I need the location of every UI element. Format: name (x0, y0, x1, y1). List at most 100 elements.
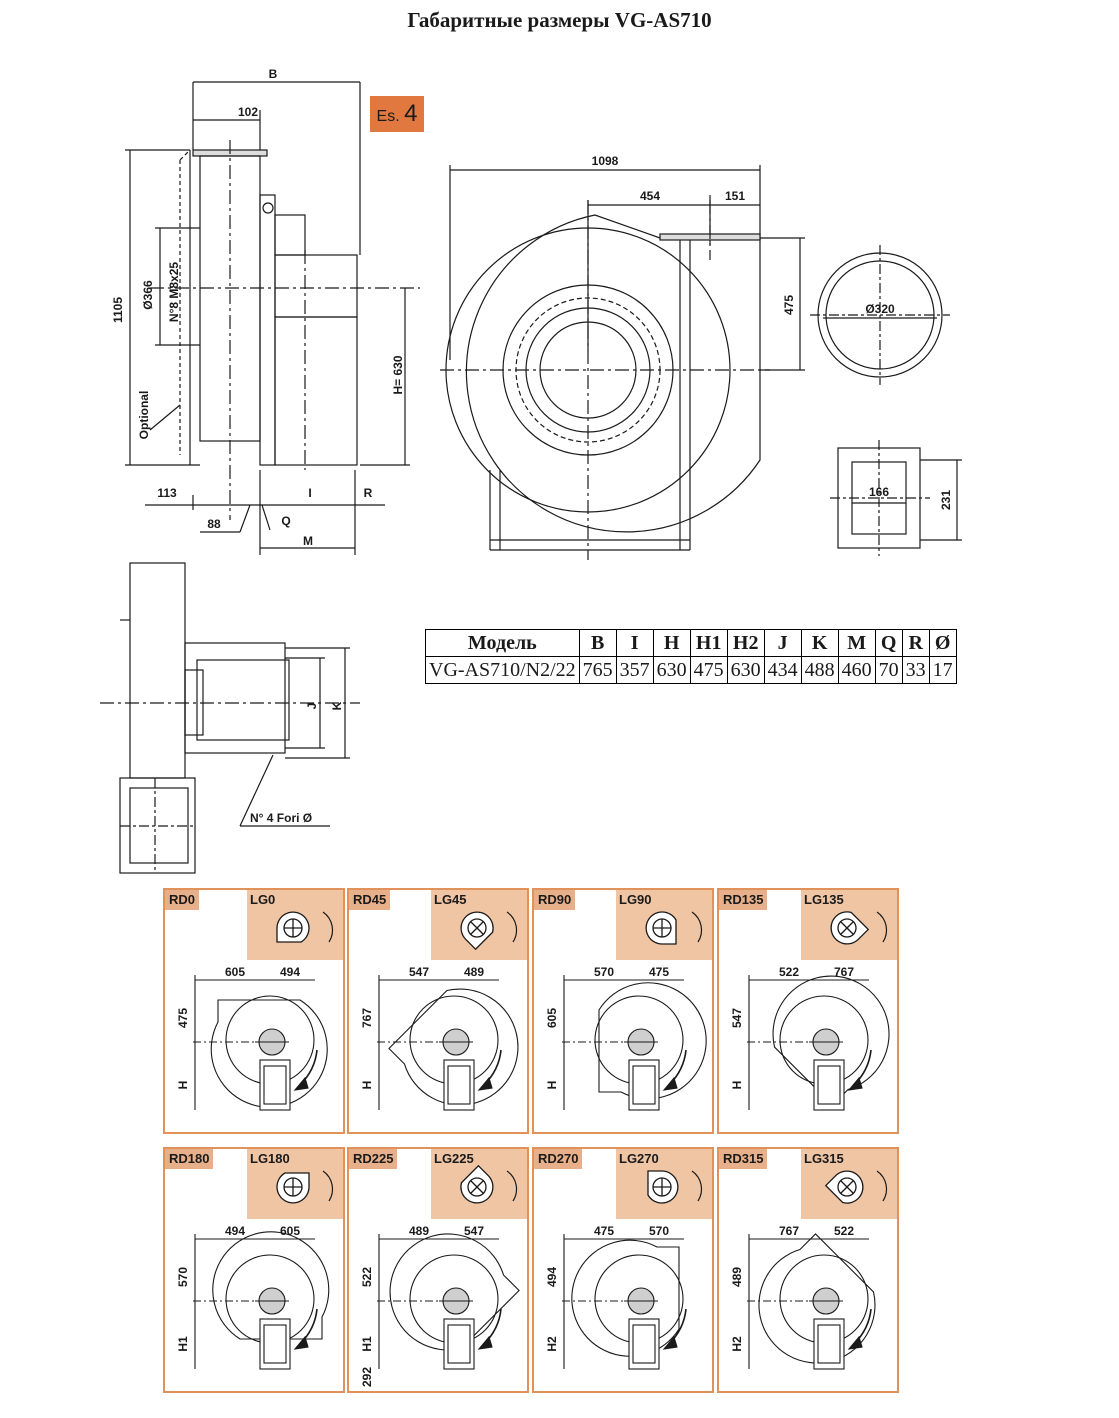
dim-h: H= 630 (391, 355, 405, 394)
dim-1098: 1098 (592, 154, 619, 168)
rd-label: RD0 (165, 890, 200, 910)
spec-header: H1 (689, 629, 728, 657)
dim-113: 113 (157, 486, 177, 500)
dim-b: B (269, 67, 278, 81)
dim-vertical-1: 522 (360, 1267, 374, 1287)
spec-cell: 70 (874, 656, 903, 684)
spec-header: Модель (425, 629, 580, 657)
dim-horizontal-2: 489 (464, 965, 484, 979)
lg-label: LG270 (619, 1151, 659, 1166)
rd-label: RD315 (719, 1149, 768, 1169)
rd-label: RD270 (534, 1149, 583, 1169)
dim-320: Ø320 (865, 302, 895, 316)
spec-cell: VG-AS710/N2/22 (425, 656, 580, 684)
spec-table: Модель B I H H1 H2 J K M Q R Ø VG-AS710/… (425, 629, 957, 684)
spec-cell: 357 (615, 656, 654, 684)
spec-header: I (615, 629, 654, 657)
dim-q: Q (281, 514, 290, 528)
rd-label: RD135 (719, 890, 768, 910)
spec-cell: 17 (928, 656, 957, 684)
lg-label: LG315 (804, 1151, 844, 1166)
dim-horizontal-2: 767 (834, 965, 854, 979)
dim-vertical-1: 767 (360, 1008, 374, 1028)
dim-vertical-1: 605 (545, 1008, 559, 1028)
dim-vertical-2: H1 (360, 1336, 374, 1352)
dim-horizontal-1: 570 (594, 965, 614, 979)
dim-optional: Optional (137, 391, 151, 440)
lg-label: LG0 (250, 892, 276, 907)
dim-151: 151 (725, 189, 745, 203)
side-view (125, 81, 420, 555)
spec-cell: 630 (652, 656, 691, 684)
dim-horizontal-1: 489 (409, 1224, 429, 1238)
spec-cell: 475 (689, 656, 728, 684)
dim-j: J (305, 703, 319, 710)
dim-horizontal-1: 605 (225, 965, 245, 979)
dim-horizontal-1: 767 (779, 1224, 799, 1238)
lg-header: LG45 (431, 890, 527, 960)
table-row: VG-AS710/N2/22 765 357 630 475 630 434 4… (425, 656, 957, 684)
dim-horizontal-1: 475 (594, 1224, 614, 1238)
spec-header: B (578, 629, 617, 657)
rd-label: RD90 (534, 890, 576, 910)
dim-88: 88 (207, 517, 221, 531)
lg-label: LG180 (250, 1151, 290, 1166)
rect-flange (830, 440, 962, 556)
dim-vertical-1: 475 (176, 1008, 190, 1028)
dim-vertical-2: H (360, 1081, 374, 1090)
spec-cell: 765 (578, 656, 617, 684)
dim-horizontal-2: 570 (649, 1224, 669, 1238)
dim-vertical-2: H2 (730, 1336, 744, 1352)
dim-fori: N° 4 Fori Ø (250, 811, 312, 825)
dim-horizontal-2: 522 (834, 1224, 854, 1238)
dim-horizontal-2: 605 (280, 1224, 300, 1238)
dim-366: Ø366 (141, 280, 155, 310)
dim-i: I (308, 486, 311, 500)
spec-cell: 434 (763, 656, 802, 684)
rotation-icon (276, 1172, 310, 1204)
spec-header: Ø (928, 629, 957, 657)
rotation-icon (460, 1164, 494, 1204)
dim-vertical-2: H2 (545, 1336, 559, 1352)
lg-label: LG90 (619, 892, 652, 907)
rotation-icon (645, 911, 677, 945)
spec-cell: 630 (726, 656, 765, 684)
badge-number: 4 (404, 100, 418, 127)
spec-header: J (763, 629, 802, 657)
rd-label: RD45 (349, 890, 391, 910)
dim-vertical-1: 570 (176, 1267, 190, 1287)
dim-m: M (303, 534, 313, 548)
dim-holes: N°8 M8x25 (167, 262, 181, 322)
spec-header-row: Модель B I H H1 H2 J K M Q R Ø (425, 629, 957, 657)
lg-header: LG0 (247, 890, 343, 960)
dim-horizontal-2: 475 (649, 965, 669, 979)
rotation-icon (830, 911, 870, 945)
dim-r: R (364, 486, 373, 500)
dim-horizontal-1: 547 (409, 965, 429, 979)
lg-label: LG225 (434, 1151, 474, 1166)
dim-vertical-2: H1 (176, 1336, 190, 1352)
spec-header: H2 (726, 629, 765, 657)
dim-vertical-1: 494 (545, 1267, 559, 1287)
dim-231: 231 (939, 490, 953, 510)
dim-horizontal-2: 494 (280, 965, 300, 979)
top-view (100, 562, 360, 874)
spec-header: Q (874, 629, 903, 657)
front-view (440, 165, 805, 560)
spec-header: M (837, 629, 876, 657)
spec-cell: 488 (800, 656, 839, 684)
dim-vertical-3: 292 (360, 1367, 374, 1387)
